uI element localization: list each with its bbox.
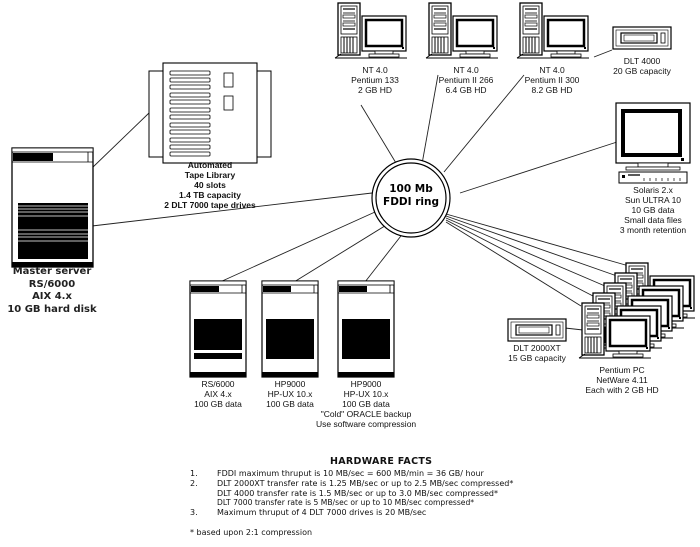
label-line: 10 GB hard disk <box>7 303 97 315</box>
link-netware-5 <box>445 221 582 307</box>
label-line: DLT 2000XT <box>513 343 561 353</box>
label-line: DLT 4000 <box>623 56 661 66</box>
label-line: 15 GB capacity <box>508 353 566 363</box>
label-line: NT 4.0 <box>539 65 565 75</box>
netware-cluster <box>577 261 697 360</box>
fddi-ring-label: 100 Mb FDDI ring <box>375 183 447 209</box>
nt-workstation-3-label: NT 4.0 Pentium II 300 8.2 GB HD <box>512 65 592 95</box>
label-line: NetWare 4.11 <box>596 375 648 385</box>
label-line: RS/6000 <box>201 379 235 389</box>
nt-workstation-3-icon <box>515 1 591 60</box>
solaris-workstation-icon <box>615 102 691 184</box>
label-line: Each with 2 GB HD <box>585 385 659 395</box>
solaris-label: Solaris 2.x Sun ULTRA 10 10 GB data Smal… <box>608 185 698 235</box>
label-line: 20 GB capacity <box>613 66 671 76</box>
label-line: 2 GB HD <box>357 85 392 95</box>
hardware-facts-title: HARDWARE FACTS <box>330 456 433 467</box>
link-netware-2 <box>445 215 618 277</box>
fact-text: DLT 4000 transfer rate is 1.5 MB/sec or … <box>217 489 499 498</box>
label-line: 100 GB data <box>266 399 314 409</box>
tape-library-icon <box>148 62 272 164</box>
nt-workstation-2-icon <box>424 1 500 60</box>
nt-workstation-1-icon <box>333 1 409 60</box>
label-line: Automated <box>187 160 233 170</box>
fact-text: DLT 7000 transfer rate is 5 MB/sec or up… <box>217 498 475 507</box>
fact-text: FDDI maximum thruput is 10 MB/sec = 600 … <box>217 469 484 478</box>
label-line: "Cold" ORACLE backup <box>320 409 412 419</box>
fact-number: 3. <box>190 508 198 517</box>
label-line: 40 slots <box>194 180 226 190</box>
label-line: Tape Library <box>184 170 236 180</box>
label-line: Pentium 133 <box>351 75 399 85</box>
dlt4000-label: DLT 4000 20 GB capacity <box>602 56 682 76</box>
fddi-ring-hub <box>371 158 451 238</box>
dlt4000-tape-drive-icon <box>612 26 672 50</box>
label-line: Pentium II 300 <box>524 75 580 85</box>
link-nt1 <box>360 104 400 169</box>
label-line: HP-UX 10.x <box>343 389 389 399</box>
fact-number: 2. <box>190 479 198 488</box>
link-netware-1 <box>445 213 630 267</box>
label-line: Solaris 2.x <box>633 185 673 195</box>
label-line: RS/6000 <box>28 278 76 290</box>
label-line: HP9000 <box>274 379 306 389</box>
fact-text: Maximum thruput of 4 DLT 7000 drives is … <box>217 508 427 517</box>
label-line: Master server <box>12 266 92 277</box>
link-hp1 <box>293 223 389 283</box>
ring-name: FDDI ring <box>383 196 439 208</box>
nt-workstation-2-label: NT 4.0 Pentium II 266 6.4 GB HD <box>426 65 506 95</box>
master-server-icon <box>11 147 94 268</box>
label-line: 6.4 GB HD <box>445 85 487 95</box>
fact-number: 1. <box>190 469 198 478</box>
label-line: 3 month retention <box>619 225 687 235</box>
link-nt3 <box>443 74 525 173</box>
connections <box>91 49 630 331</box>
rs6000-drive-stripe <box>194 350 242 353</box>
label-line: HP-UX 10.x <box>267 389 313 399</box>
link-solaris <box>459 141 618 194</box>
tape-library-label: Automated Tape Library 40 slots 1.4 TB c… <box>160 160 260 210</box>
link-nt3-dlt4000 <box>593 49 613 58</box>
link-rs6000 <box>219 211 376 283</box>
label-line: Small data files <box>624 215 682 225</box>
hp9000-server-1-icon <box>261 280 319 378</box>
label-line: Use software compression <box>316 419 417 429</box>
hp9000-1-label: HP9000 HP-UX 10.x 100 GB data <box>250 379 330 409</box>
label-line: 100 GB data <box>194 399 242 409</box>
master-server-label: Master server RS/6000 AIX 4.x 10 GB hard… <box>2 266 102 316</box>
label-line: AIX 4.x <box>204 389 232 399</box>
link-master-server <box>91 192 373 227</box>
link-netware-3 <box>445 217 606 287</box>
label-line: 100 GB data <box>342 399 390 409</box>
hp9000-server-2-icon <box>337 280 395 378</box>
label-line: 1.4 TB capacity <box>179 190 241 200</box>
label-line: HP9000 <box>350 379 382 389</box>
label-line: Pentium PC <box>599 365 645 375</box>
footnote: * based upon 2:1 compression <box>190 528 313 537</box>
label-line: Sun ULTRA 10 <box>624 195 682 205</box>
fact-text: DLT 2000XT transfer rate is 1.25 MB/sec … <box>217 479 514 488</box>
rs6000-server-icon <box>189 280 247 378</box>
label-line: AIX 4.x <box>32 291 72 302</box>
label-line: Pentium II 266 <box>438 75 494 85</box>
label-line: NT 4.0 <box>362 65 388 75</box>
link-hp2 <box>364 231 405 283</box>
label-line: 10 GB data <box>631 205 675 215</box>
label-line: 8.2 GB HD <box>531 85 573 95</box>
label-line: 2 DLT 7000 tape drives <box>164 200 256 210</box>
link-nt2 <box>421 74 439 165</box>
dlt2000xt-label: DLT 2000XT 15 GB capacity <box>497 343 577 363</box>
rs6000-label: RS/6000 AIX 4.x 100 GB data <box>178 379 258 409</box>
link-netware-dlt2000xt <box>564 327 584 331</box>
dlt2000xt-tape-drive-icon <box>507 318 567 342</box>
hp9000-2-label: HP9000 HP-UX 10.x 100 GB data "Cold" ORA… <box>316 379 416 429</box>
ring-speed: 100 Mb <box>389 183 433 195</box>
link-netware-4 <box>445 219 594 297</box>
nt-workstation-1-label: NT 4.0 Pentium 133 2 GB HD <box>335 65 415 95</box>
netware-label: Pentium PC NetWare 4.11 Each with 2 GB H… <box>572 365 672 395</box>
label-line: NT 4.0 <box>453 65 479 75</box>
link-master-tape-library <box>91 112 150 169</box>
